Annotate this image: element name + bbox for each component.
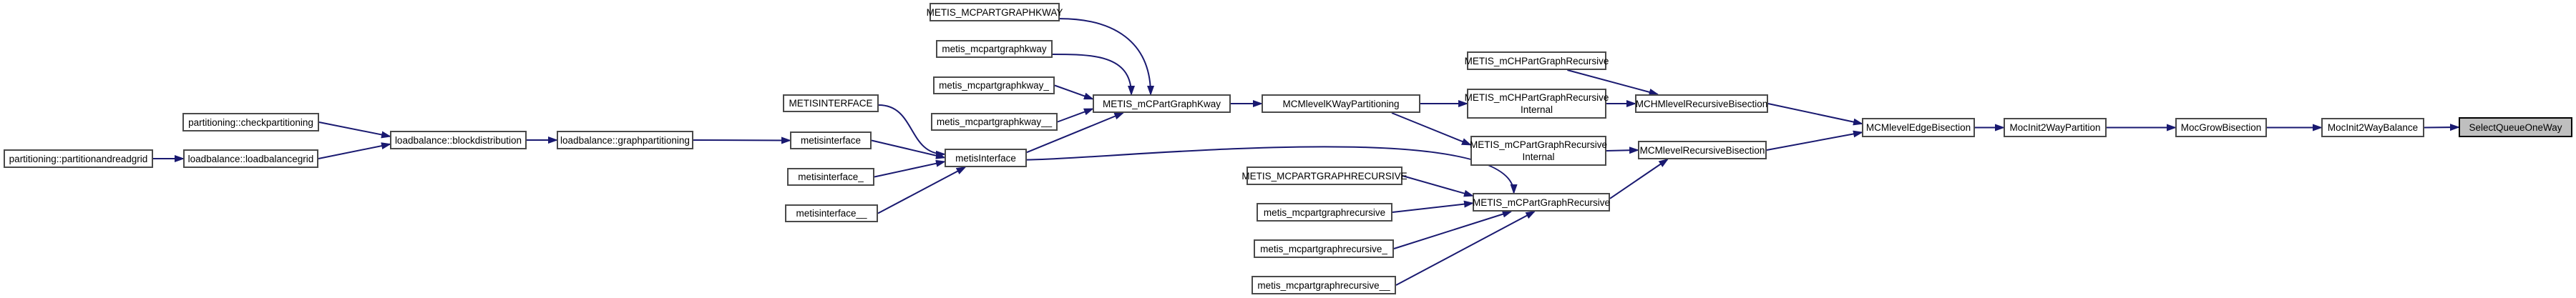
graph-node-metisinterface_[interactable]: metisinterface_ [787,168,874,186]
graph-node-MCMlevelKWayPartitioning[interactable]: MCMlevelKWayPartitioning [1262,94,1420,113]
edge-MocInit2WayBalance-to-SelectQueueOneWay [2424,124,2460,131]
edge-checkpartitioning-to-blockdistribution [318,121,391,139]
graph-node-metis_mcpartgraphrecursive_[interactable]: metis_mcpartgraphrecursive_ [1254,239,1394,258]
graph-node-metis_mcpartgraphrecursive__[interactable]: metis_mcpartgraphrecursive__ [1252,276,1396,294]
edge-metisinterface_-to-metisInterface [874,159,946,178]
graph-node-metisinterface__[interactable]: metisinterface__ [785,204,878,222]
graph-node-loadbalancegrid[interactable]: loadbalance::loadbalancegrid [183,149,318,168]
edge-metisinterface-to-metisInterface [871,139,946,159]
graph-node-METIS_mCPartGraphRecursive[interactable]: METIS_mCPartGraphRecursive [1473,193,1610,212]
graph-node-metis_mcpartgraphkway__[interactable]: metis_mcpartgraphkway__ [931,113,1058,131]
edge-METIS_mCPartGraphRecursive-to-MCMlevelRecursiveBisection [1609,158,1669,199]
graph-node-METIS_mCPartGraphKway[interactable]: METIS_mCPartGraphKway [1093,94,1231,113]
graph-node-SelectQueueOneWay[interactable]: SelectQueueOneWay [2459,117,2572,137]
edge-metis_mcpartgraphrecursive__-to-METIS_mCPartGraphRecursive [1395,211,1536,286]
edge-METIS_mCHPartGraphRecursive-to-MCHMlevelRecursiveBisection [1567,69,1659,96]
edge-METISINTERFACE-to-metisInterface [878,104,946,158]
edge-MCMlevelKWayPartitioning-to-METIS_mCPartGraphRecursiveInternal [1391,112,1472,146]
edge-METIS_MCPARTGRAPHRECURSIVE-to-METIS_mCPartGraphRecursive [1402,175,1474,197]
graph-node-METIS_MCPARTGRAPHKWAY[interactable]: METIS_MCPARTGRAPHKWAY [927,3,1063,21]
edge-metis_mcpartgraphrecursive_-to-METIS_mCPartGraphRecursive [1393,210,1513,249]
graph-node-MocInit2WayBalance[interactable]: MocInit2WayBalance [2321,118,2424,137]
edge-metisInterface-to-METIS_mCPartGraphRecursive [1026,146,1518,194]
graph-node-graphpartitioning[interactable]: loadbalance::graphpartitioning [557,131,693,149]
graph-node-METISINTERFACE[interactable]: METISINTERFACE [783,94,879,112]
edge-metis_mcpartgraphkway__-to-METIS_mCPartGraphKway [1057,108,1094,123]
graph-node-METIS_mCPartGraphRecursiveInternal[interactable]: METIS_mCPartGraphRecursive Internal [1470,136,1607,166]
graph-node-MCMlevelRecursiveBisection[interactable]: MCMlevelRecursiveBisection [1638,141,1767,159]
graph-node-metisinterface[interactable]: metisinterface [790,131,872,149]
graph-node-MCHMlevelRecursiveBisection[interactable]: MCHMlevelRecursiveBisection [1635,94,1768,113]
edge-METIS_MCPARTGRAPHKWAY-to-METIS_mCPartGraphKway [1059,18,1155,96]
edge-MCMlevelRecursiveBisection-to-MCMlevelEdgeBisection [1766,130,1863,151]
edge-metis_mcpartgraphkway-to-METIS_mCPartGraphKway [1052,54,1136,96]
edge-graphpartitioning-to-metisinterface [693,136,791,144]
graph-node-MocInit2WayPartition[interactable]: MocInit2WayPartition [2004,118,2107,137]
graph-node-checkpartitioning[interactable]: partitioning::checkpartitioning [182,113,319,131]
graph-node-METIS_mCHPartGraphRecursiveInternal[interactable]: METIS_mCHPartGraphRecursive Internal [1465,89,1609,119]
graph-node-METIS_mCHPartGraphRecursive[interactable]: METIS_mCHPartGraphRecursive [1465,51,1609,70]
graph-node-MocGrowBisection[interactable]: MocGrowBisection [2175,118,2267,137]
edge-metis_mcpartgraphkway_-to-METIS_mCPartGraphKway [1054,84,1094,100]
graph-node-metisInterface[interactable]: metisInterface [945,149,1027,167]
edge-metisInterface-to-METIS_mCPartGraphKway [1026,112,1125,154]
graph-node-metis_mcpartgraphrecursive[interactable]: metis_mcpartgraphrecursive [1257,203,1392,222]
graph-node-MCMlevelEdgeBisection[interactable]: MCMlevelEdgeBisection [1862,118,1975,137]
graph-node-blockdistribution[interactable]: loadbalance::blockdistribution [390,131,527,149]
edge-metisinterface__-to-metisInterface [877,167,967,214]
edge-loadbalancegrid-to-blockdistribution [318,142,391,159]
graph-node-METIS_MCPARTGRAPHRECURSIVE[interactable]: METIS_MCPARTGRAPHRECURSIVE [1241,167,1407,185]
edge-METIS_mCPartGraphRecursiveInternal-to-MCMlevelRecursiveBisection [1606,146,1639,154]
graph-node-metis_mcpartgraphkway[interactable]: metis_mcpartgraphkway [936,40,1053,58]
graph-node-metis_mcpartgraphkway_[interactable]: metis_mcpartgraphkway_ [933,76,1055,94]
graph-node-partitionandreadgrid[interactable]: partitioning::partitionandreadgrid [4,149,153,168]
edge-MCHMlevelRecursiveBisection-to-MCMlevelEdgeBisection [1767,103,1863,126]
edge-metis_mcpartgraphrecursive-to-METIS_mCPartGraphRecursive [1392,200,1474,213]
